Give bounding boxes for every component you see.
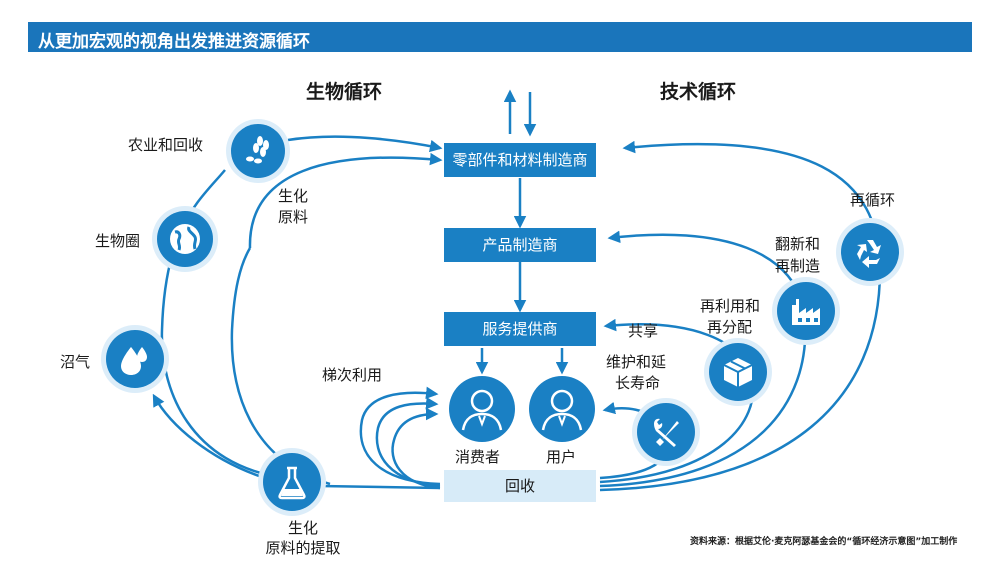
extraction-circle — [258, 448, 326, 516]
share-label: 共享 — [628, 322, 659, 340]
parts-manufacturer-box: 零部件和材料制造商 — [444, 143, 596, 177]
biosphere-circle — [152, 206, 218, 272]
flask-icon — [263, 453, 321, 511]
biogas-label: 沼气 — [60, 353, 91, 371]
biochem-label-line2: 原料 — [278, 208, 309, 226]
recycle-box: 回收 — [444, 470, 596, 502]
extraction-label-line1: 生化 — [287, 519, 318, 537]
water-drops-icon — [106, 330, 164, 388]
reuse-label-line1: 再利用和 — [700, 297, 761, 315]
extraction-label-line2: 原料的提取 — [265, 539, 341, 557]
user-label: 用户 — [546, 448, 577, 466]
cascade-loop-2 — [375, 397, 441, 488]
reuse-circle — [704, 338, 772, 406]
recycle-loop-label: 再循环 — [850, 191, 896, 209]
recycle-icon — [841, 223, 899, 281]
flow-outer-loop-left — [160, 169, 286, 480]
cascade-loop-3 — [391, 407, 441, 490]
maintain-label-line1: 维护和延 — [606, 353, 667, 371]
refurbish-label-line1: 翻新和 — [775, 235, 821, 253]
refurbish-label-line2: 再制造 — [775, 257, 821, 275]
consumer-label: 消费者 — [455, 448, 501, 466]
agriculture-label: 农业和回收 — [128, 136, 204, 154]
biogas-circle — [101, 325, 169, 393]
refurbish-circle — [772, 277, 840, 345]
consumer-person-icon — [449, 376, 515, 442]
flow-extract-to-biogas — [152, 393, 266, 480]
package-icon — [709, 343, 767, 401]
recycle-circle — [836, 218, 904, 286]
source-note: 资料来源：根据艾伦·麦克阿瑟基金会的“循环经济示意图”加工制作 — [690, 537, 958, 547]
wrench-screwdriver-icon — [637, 403, 695, 461]
flow-recycle-to-extract — [319, 484, 441, 490]
biochem-label-line1: 生化 — [278, 187, 309, 205]
reuse-label-line2: 再分配 — [707, 318, 753, 336]
biosphere-label: 生物圈 — [95, 232, 141, 250]
factory-icon — [777, 282, 835, 340]
maintain-label-line2: 长寿命 — [615, 374, 661, 392]
flow-agriculture-to-parts — [287, 135, 443, 153]
globe-icon — [157, 211, 213, 267]
maintain-circle — [632, 398, 700, 466]
cascade-loop-1 — [359, 386, 441, 486]
agriculture-circle — [226, 119, 290, 183]
product-manufacturer-box: 产品制造商 — [444, 228, 596, 262]
user-person-icon — [529, 376, 595, 442]
bio-cycle-heading: 生物循环 — [306, 81, 383, 103]
service-provider-box: 服务提供商 — [444, 312, 596, 346]
title-bar: 从更加宏观的视角出发推进资源循环 — [28, 22, 972, 52]
tech-cycle-heading: 技术循环 — [660, 81, 737, 103]
grain-icon — [231, 124, 285, 178]
cascade-label: 梯次利用 — [322, 366, 383, 384]
flow-biochem-to-parts — [248, 152, 443, 249]
page-title: 从更加宏观的视角出发推进资源循环 — [38, 32, 310, 52]
